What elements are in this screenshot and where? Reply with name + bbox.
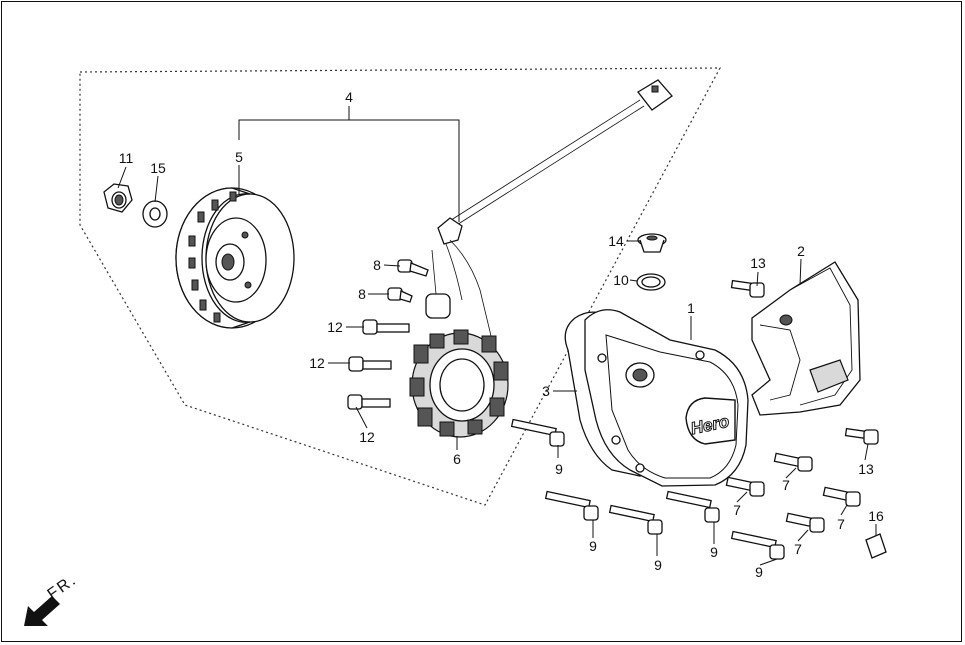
callout-9-a: 9 bbox=[555, 461, 563, 477]
stator-wiring-harness bbox=[425, 79, 673, 341]
cover-guard bbox=[751, 261, 861, 416]
oil-filler-cap bbox=[637, 233, 667, 253]
bolt-13-upper bbox=[730, 279, 765, 298]
callout-7-c: 7 bbox=[837, 516, 845, 532]
callout-9-e: 9 bbox=[755, 564, 763, 580]
callout-13-upper: 13 bbox=[750, 255, 766, 271]
flywheel-washer bbox=[142, 200, 168, 228]
bolt-13-lower bbox=[844, 427, 879, 445]
callout-12-a: 12 bbox=[327, 319, 343, 335]
front-direction-label: FR. bbox=[45, 571, 81, 603]
callout-15: 15 bbox=[150, 160, 166, 176]
callout-8-upper: 8 bbox=[373, 257, 381, 273]
bolt-9-a bbox=[510, 418, 565, 447]
bolt-7-a bbox=[773, 452, 813, 472]
bolt-7-b bbox=[725, 476, 765, 497]
callout-11: 11 bbox=[119, 150, 134, 166]
callout-4: 4 bbox=[345, 89, 353, 105]
callout-6: 6 bbox=[453, 451, 461, 467]
callout-9-d: 9 bbox=[710, 544, 718, 560]
callout-9-c: 9 bbox=[654, 557, 662, 573]
callout-12-c: 12 bbox=[359, 429, 375, 445]
callout-10: 10 bbox=[613, 272, 629, 288]
front-direction-arrow-icon bbox=[24, 596, 60, 626]
bolt-9-b bbox=[544, 490, 599, 521]
generator-cover: Hero bbox=[584, 309, 749, 487]
callout-5: 5 bbox=[235, 149, 243, 165]
bolt-12-c bbox=[347, 394, 391, 410]
callout-7-a: 7 bbox=[782, 477, 790, 493]
callout-13-lower: 13 bbox=[858, 461, 874, 477]
bolt-9-d bbox=[665, 490, 720, 523]
hose-clip bbox=[865, 533, 887, 559]
bolt-7-d bbox=[785, 512, 825, 533]
callout-3: 3 bbox=[542, 383, 550, 399]
callout-12-b: 12 bbox=[309, 355, 325, 371]
bolt-7-c bbox=[822, 486, 861, 507]
callout-14: 14 bbox=[608, 233, 624, 249]
bolt-12-a bbox=[362, 319, 410, 335]
bolt-9-c bbox=[608, 504, 663, 535]
callout-2: 2 bbox=[797, 243, 805, 259]
callout-7-b: 7 bbox=[733, 502, 741, 518]
assembly-boundary bbox=[79, 67, 722, 506]
stator-coil bbox=[409, 329, 509, 438]
callout-9-b: 9 bbox=[589, 538, 597, 554]
leader-lines bbox=[117, 106, 877, 566]
bolt-8-lower bbox=[387, 287, 413, 303]
bolt-8-upper bbox=[397, 259, 429, 277]
bolt-9-e bbox=[730, 530, 785, 560]
callout-1: 1 bbox=[687, 300, 695, 316]
flywheel-nut bbox=[103, 183, 133, 213]
callout-7-d: 7 bbox=[794, 541, 802, 557]
flywheel-rotor bbox=[175, 187, 295, 329]
callout-8-lower: 8 bbox=[358, 286, 366, 302]
callout-16: 16 bbox=[868, 508, 884, 524]
bolt-12-b bbox=[348, 356, 392, 372]
o-ring bbox=[636, 273, 666, 291]
